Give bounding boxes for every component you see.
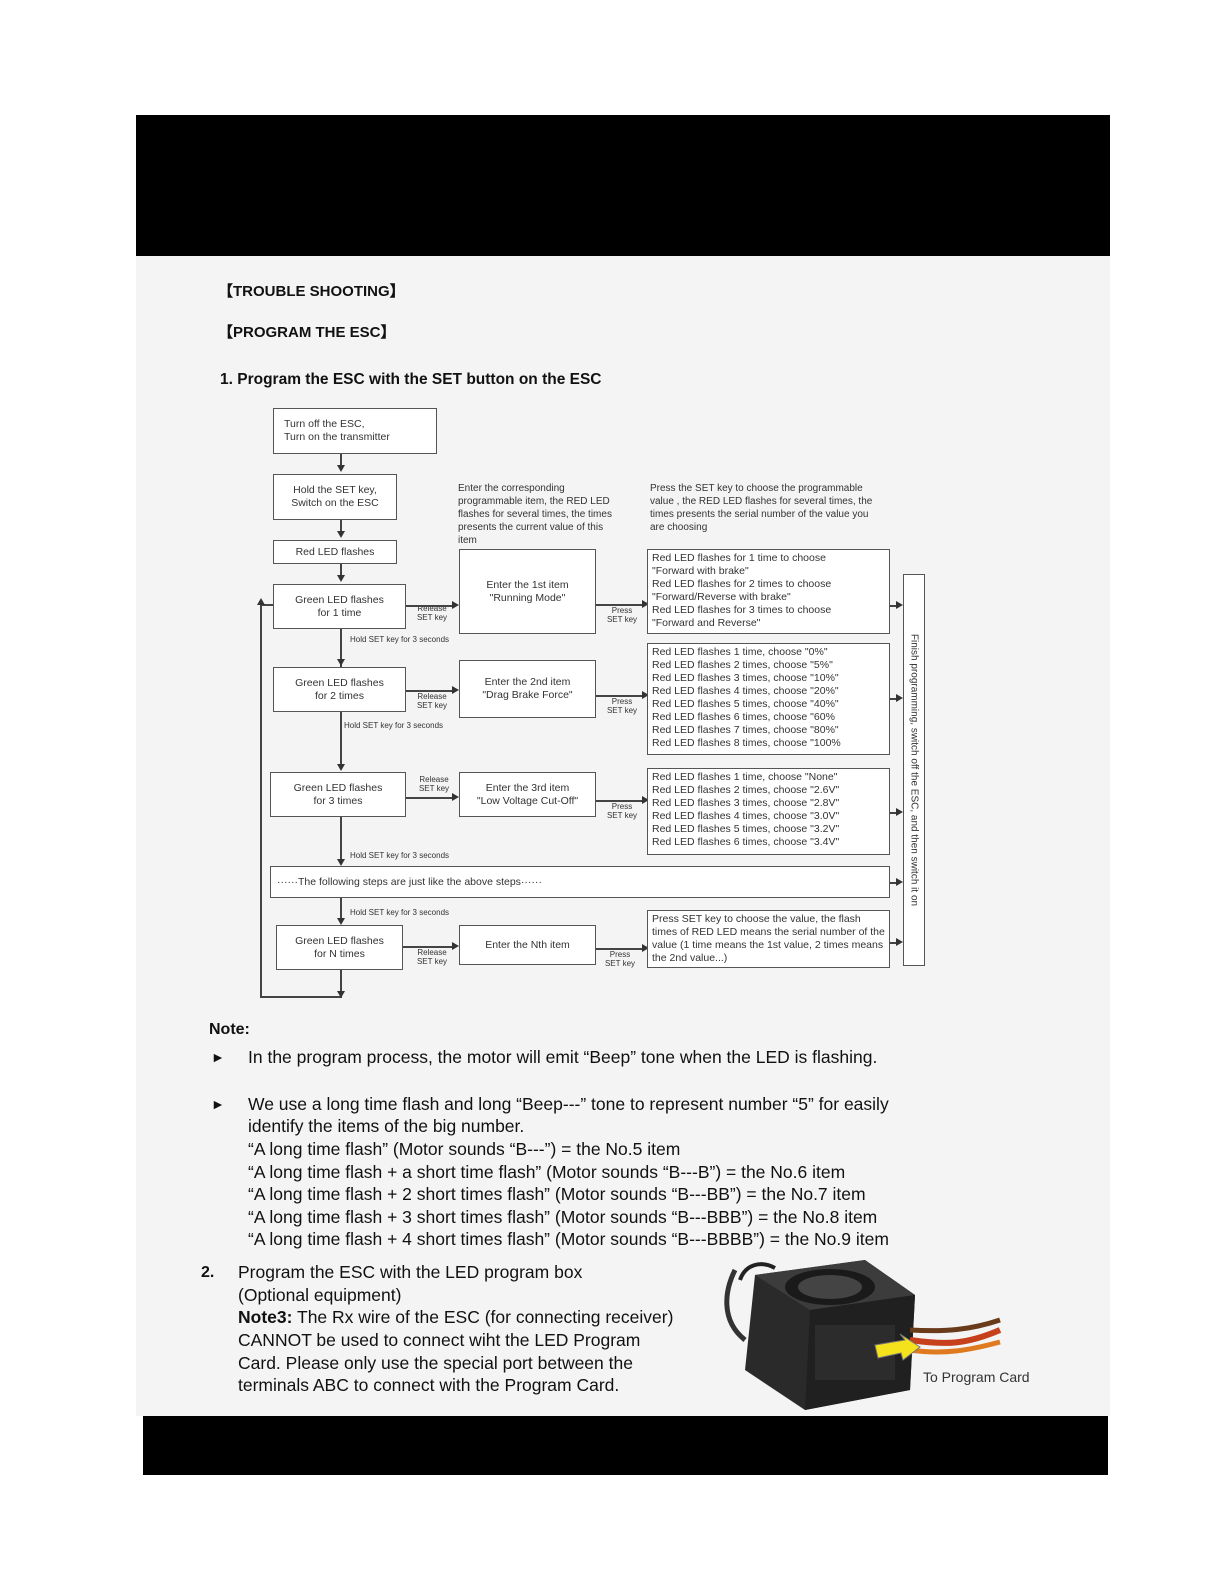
step2-note3-label: Note3: — [238, 1307, 292, 1327]
hold-3s-label-4: Hold SET key for 3 seconds — [350, 908, 490, 917]
flow-green-3-box: Green LED flashes for 3 times — [270, 772, 406, 817]
flow-green-2-box: Green LED flashes for 2 times — [273, 667, 406, 712]
flow-hold-set-box: Hold the SET key, Switch on the ESC — [273, 474, 397, 520]
step2-subtitle: (Optional equipment) — [238, 1284, 401, 1307]
press-label-1: Press SET key — [598, 606, 646, 624]
trouble-shooting-heading: 【TROUBLE SHOOTING】 — [218, 280, 405, 301]
press-label-3: Press SET key — [598, 802, 646, 820]
flow-finish-box: Finish programming, switch off the ESC, … — [903, 574, 925, 966]
release-label-4: Release SET key — [408, 948, 456, 966]
press-label-2: Press SET key — [598, 697, 646, 715]
flow-green-1-box: Green LED flashes for 1 time — [273, 584, 406, 629]
bullet-1-icon: ► — [211, 1049, 225, 1065]
flow-finish-label: Finish programming, switch off the ESC, … — [909, 634, 920, 906]
hold-3s-label-1: Hold SET key for 3 seconds — [350, 635, 490, 644]
step2-line: Card. Please only use the special port b… — [238, 1352, 633, 1375]
flow-column2-caption: Enter the corresponding programmable ite… — [458, 482, 620, 547]
bullet-2-icon: ► — [211, 1096, 225, 1112]
flow-item-3-box: Enter the 3rd item "Low Voltage Cut-Off" — [459, 772, 596, 817]
note-bullet-2-line: We use a long time flash and long “Beep-… — [248, 1093, 889, 1116]
flow-column3-caption: Press the SET key to choose the programm… — [650, 482, 884, 534]
flow-values-n-box: Press SET key to choose the value, the f… — [647, 910, 890, 968]
program-esc-heading: 【PROGRAM THE ESC】 — [218, 321, 396, 342]
note-label: Note: — [209, 1019, 250, 1042]
release-label-1: Release SET key — [408, 604, 456, 622]
flow-item-n-box: Enter the Nth item — [459, 925, 596, 965]
note-bullet-2-line: “A long time flash + 2 short times flash… — [248, 1183, 866, 1206]
note-bullet-2-line: “A long time flash” (Motor sounds “B---”… — [248, 1138, 680, 1161]
flow-item-2-box: Enter the 2nd item "Drag Brake Force" — [459, 660, 596, 718]
step2-note3-text: The Rx wire of the ESC (for connecting r… — [292, 1307, 673, 1327]
flow-green-n-box: Green LED flashes for N times — [276, 925, 403, 970]
hold-3s-label-2: Hold SET key for 3 seconds — [344, 721, 484, 730]
flow-values-3-box: Red LED flashes 1 time, choose "None" Re… — [647, 768, 890, 855]
step2-number: 2. — [201, 1262, 214, 1285]
hold-3s-label-3: Hold SET key for 3 seconds — [350, 851, 490, 860]
release-label-3: Release SET key — [410, 775, 458, 793]
step2-title: Program the ESC with the LED program box — [238, 1261, 582, 1284]
flow-following-steps-box: ······The following steps are just like … — [270, 866, 890, 898]
release-label-2: Release SET key — [408, 692, 456, 710]
photo-caption: To Program Card — [923, 1369, 1030, 1385]
note-bullet-2-line: identify the items of the big number. — [248, 1115, 524, 1138]
step2-line: CANNOT be used to connect wiht the LED P… — [238, 1329, 640, 1352]
flow-red-led-box: Red LED flashes — [273, 540, 397, 564]
note-bullet-2-line: “A long time flash + a short time flash”… — [248, 1161, 845, 1184]
note-bullet-2-line: “A long time flash + 3 short times flash… — [248, 1206, 877, 1229]
step2-line: terminals ABC to connect with the Progra… — [238, 1374, 619, 1397]
note-bullet-1: In the program process, the motor will e… — [248, 1046, 877, 1069]
step2-note3: Note3: The Rx wire of the ESC (for conne… — [238, 1306, 673, 1329]
step1-heading: 1. Program the ESC with the SET button o… — [220, 371, 602, 389]
note-bullet-2-line: “A long time flash + 4 short times flash… — [248, 1228, 889, 1251]
press-label-4: Press SET key — [596, 950, 644, 968]
flow-item-1-box: Enter the 1st item "Running Mode" — [459, 549, 596, 634]
esc-photo-image: To Program Card — [715, 1250, 1055, 1415]
bottom-black-band — [143, 1416, 1108, 1475]
top-black-band — [136, 115, 1110, 256]
flow-values-2-box: Red LED flashes 1 time, choose "0%" Red … — [647, 643, 890, 755]
flow-start-box: Turn off the ESC, Turn on the transmitte… — [273, 408, 437, 454]
flow-values-1-box: Red LED flashes for 1 time to choose "Fo… — [647, 549, 890, 634]
